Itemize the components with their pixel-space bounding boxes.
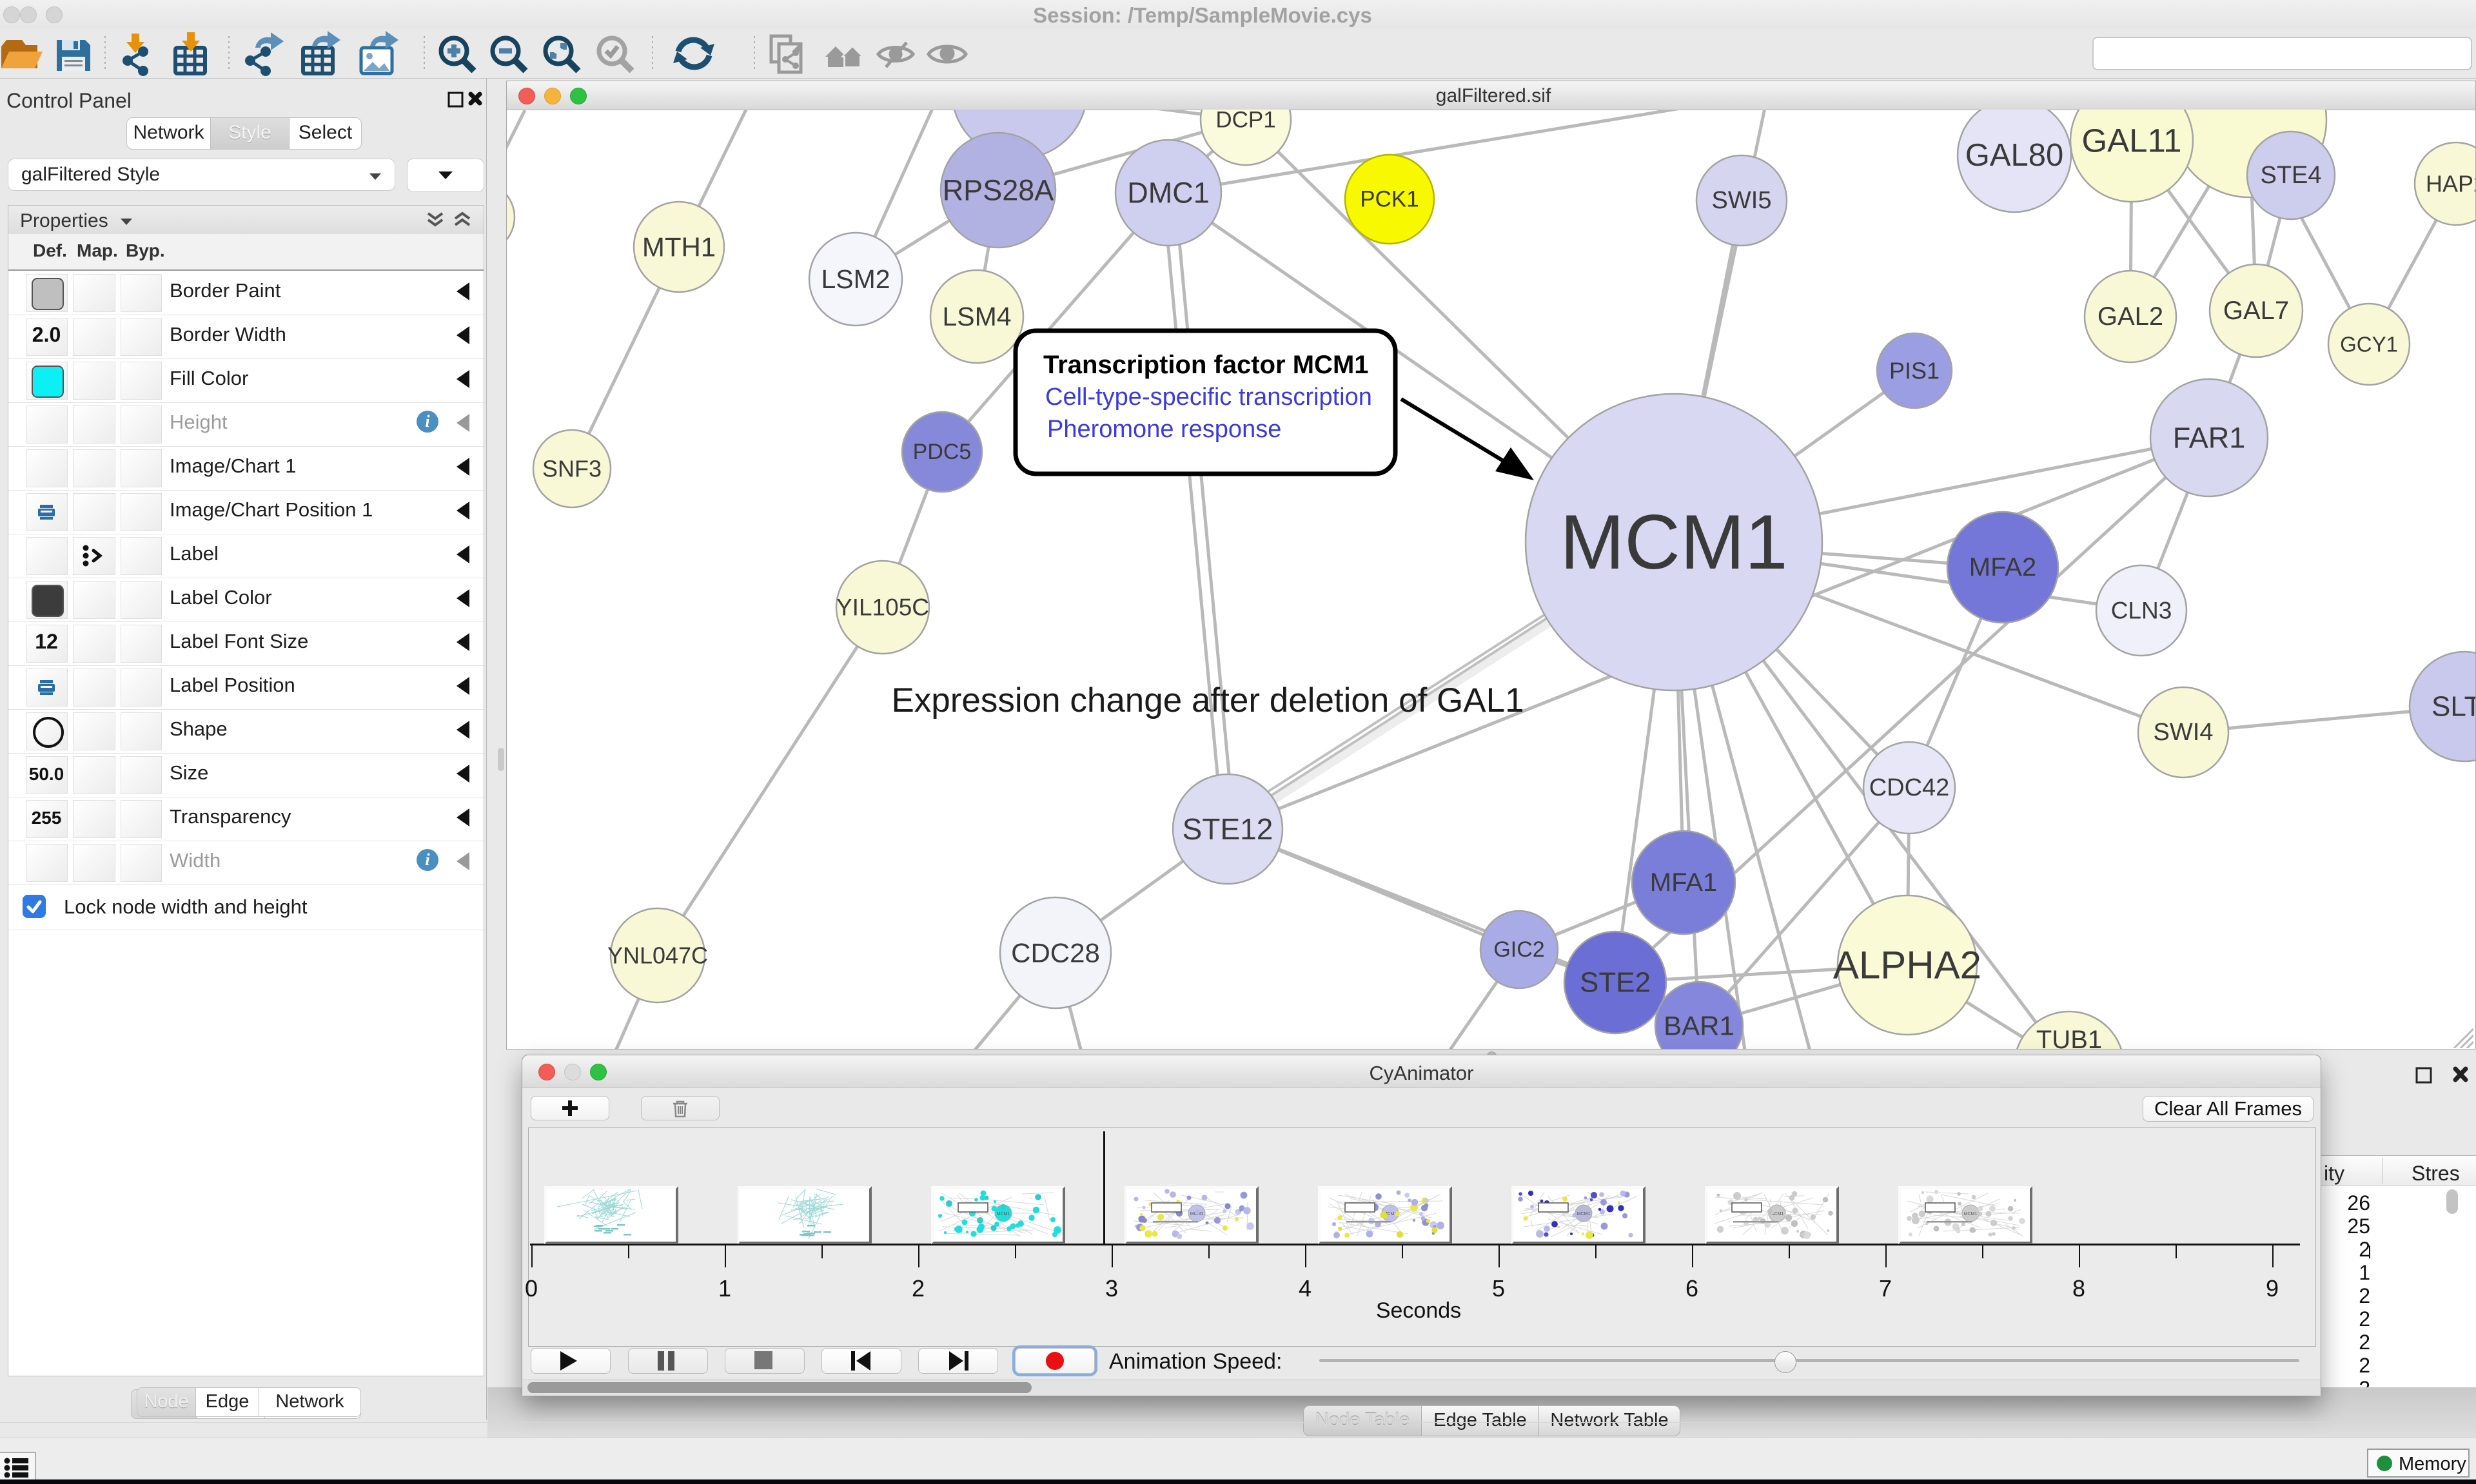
svg-text:SWI5: SWI5 bbox=[1712, 187, 1772, 214]
svg-text:LSM2: LSM2 bbox=[821, 264, 890, 294]
svg-text:STE4: STE4 bbox=[2260, 162, 2321, 189]
svg-text:STE2: STE2 bbox=[1580, 967, 1651, 999]
svg-text:MCM1: MCM1 bbox=[997, 1212, 1010, 1216]
svg-text:LSM4: LSM4 bbox=[942, 302, 1011, 331]
svg-text:Cell-type-specific transcripti: Cell-type-specific transcription bbox=[1045, 384, 1372, 411]
svg-text:MFA2: MFA2 bbox=[1969, 553, 2036, 581]
svg-text:PDC5: PDC5 bbox=[913, 440, 972, 464]
svg-text:DCP1: DCP1 bbox=[1215, 110, 1275, 133]
svg-text:MCM1: MCM1 bbox=[1577, 1212, 1591, 1216]
svg-text:GCY1: GCY1 bbox=[2340, 333, 2398, 356]
svg-text:GAL2: GAL2 bbox=[2098, 302, 2163, 331]
svg-text:RPS28A: RPS28A bbox=[943, 174, 1054, 207]
svg-text:PIS1: PIS1 bbox=[1889, 358, 1940, 384]
svg-text:SLT2: SLT2 bbox=[2432, 691, 2476, 723]
svg-text:GAL11: GAL11 bbox=[2082, 122, 2182, 159]
svg-text:YIL105C: YIL105C bbox=[836, 594, 929, 621]
svg-text:GIC2: GIC2 bbox=[1493, 937, 1544, 962]
svg-text:TUB1: TUB1 bbox=[2036, 1026, 2102, 1050]
svg-text:GAL80: GAL80 bbox=[1965, 138, 2064, 173]
svg-text:Expression change after deleti: Expression change after deletion of GAL1 bbox=[891, 681, 1524, 719]
svg-text:MTH1: MTH1 bbox=[642, 232, 716, 262]
svg-text:STE12: STE12 bbox=[1183, 812, 1273, 846]
svg-text:Pheromone response: Pheromone response bbox=[1047, 416, 1281, 443]
svg-text:RPS28B: RPS28B bbox=[964, 110, 1076, 115]
svg-text:GAL7: GAL7 bbox=[2223, 297, 2289, 325]
svg-text:BAR1: BAR1 bbox=[1664, 1011, 1734, 1041]
svg-text:DMC1: DMC1 bbox=[1127, 177, 1210, 210]
svg-text:SNF3: SNF3 bbox=[542, 456, 602, 482]
svg-text:MFA1: MFA1 bbox=[1650, 868, 1717, 897]
svg-text:MCM1: MCM1 bbox=[1384, 1212, 1397, 1216]
svg-text:YNL047C: YNL047C bbox=[607, 942, 708, 969]
svg-text:Transcription factor MCM1: Transcription factor MCM1 bbox=[1043, 351, 1369, 379]
svg-text:MCM1: MCM1 bbox=[1771, 1212, 1784, 1216]
svg-text:CLN3: CLN3 bbox=[2111, 598, 2172, 624]
svg-text:CDC28: CDC28 bbox=[1011, 938, 1100, 968]
svg-text:ALPHA2: ALPHA2 bbox=[1833, 944, 1981, 987]
svg-text:CDC42: CDC42 bbox=[1869, 774, 1950, 801]
svg-text:FAR1: FAR1 bbox=[2173, 422, 2246, 454]
svg-text:SWI4: SWI4 bbox=[2154, 719, 2214, 746]
svg-text:MCM1: MCM1 bbox=[1964, 1212, 1978, 1216]
svg-text:MCM1: MCM1 bbox=[1560, 499, 1787, 585]
svg-text:HAP2: HAP2 bbox=[2426, 171, 2476, 197]
svg-text:PCK1: PCK1 bbox=[1360, 187, 1419, 212]
